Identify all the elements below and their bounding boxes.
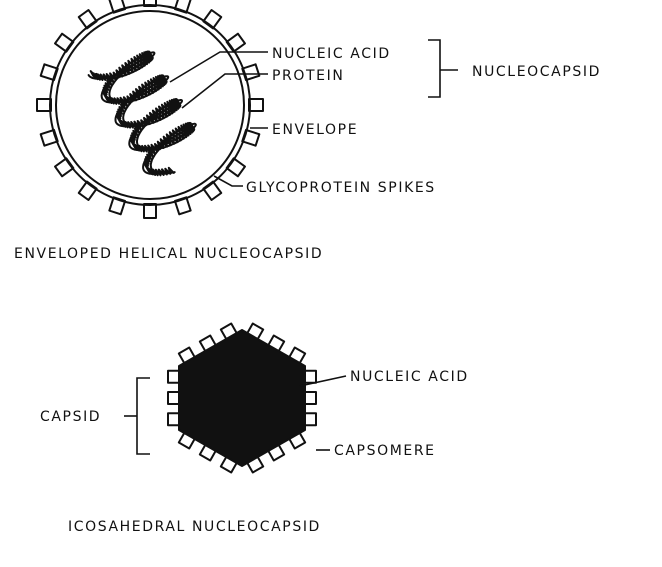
caption-icosahedral: ICOSAHEDRAL NUCLEOCAPSID [68,519,321,535]
icosahedral-virus: CAPSID NUCLEIC ACID CAPSOMERE ICOSAHEDRA… [40,324,469,535]
glycoprotein-spike [249,99,263,111]
enveloped-helical-virus: NUCLEIC ACID PROTEIN NUCLEOCAPSID ENVELO… [14,0,601,262]
label-capsomere: CAPSOMERE [334,443,436,459]
label-nucleic-acid-helical: NUCLEIC ACID [272,46,391,62]
label-nucleocapsid: NUCLEOCAPSID [472,64,601,80]
glycoprotein-spike [144,204,156,218]
label-glycoprotein-spikes: GLYCOPROTEIN SPIKES [246,180,436,196]
protein-helix-coil [89,52,196,174]
icosahedral-capsid-body [179,330,305,466]
label-capsid: CAPSID [40,409,101,425]
label-nucleic-acid-icosahedral: NUCLEIC ACID [350,369,469,385]
envelope-outer-membrane [50,5,250,205]
glycoprotein-spike [37,99,51,111]
caption-enveloped-helical: ENVELOPED HELICAL NUCLEOCAPSID [14,246,323,262]
capsomere-zigzag [91,52,195,176]
label-envelope: ENVELOPE [272,122,358,138]
nucleocapsid-bracket [428,40,440,97]
capsid-bracket [137,378,150,454]
label-protein: PROTEIN [272,68,344,84]
helical-nucleocapsid [89,52,196,176]
